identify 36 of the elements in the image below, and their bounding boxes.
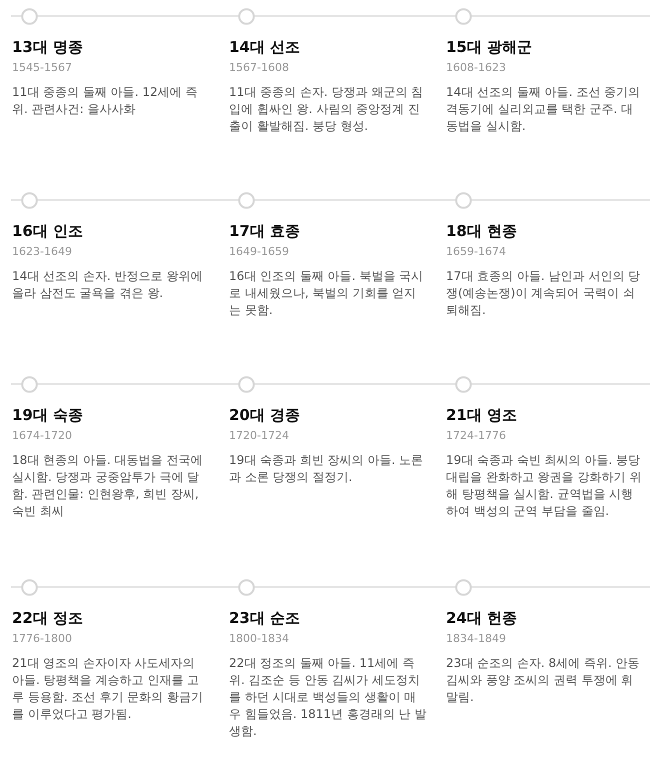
description: 14대 선조의 손자. 반정으로 왕위에 올라 삼전도 굴욕을 겪은 왕. [12, 268, 204, 302]
entry-title: 22대 정조 [12, 608, 84, 628]
description: 18대 현종의 아들. 대동법을 전국에 실시함. 당쟁과 궁중암투가 극에 달함. 관련인물: 인현왕후, 희빈 장씨, 숙빈 최씨 [12, 452, 204, 520]
date-range: 1659-1674 [446, 245, 506, 259]
description: 17대 효종의 아들. 남인과 서인의 당쟁(예송논쟁)이 계속되어 국력이 쇠퇴해짐. [446, 268, 642, 319]
date-range: 1776-1800 [12, 632, 72, 646]
date-range: 1800-1834 [229, 632, 289, 646]
date-range: 1649-1659 [229, 245, 289, 259]
date-range: 1608-1623 [446, 61, 506, 75]
entry-title: 14대 선조 [229, 37, 300, 57]
entry-title: 21대 영조 [446, 405, 518, 425]
description: 14대 선조의 둘째 아들. 조선 중기의 격동기에 실리외교를 택한 군주. 대동법을 실시함. [446, 84, 642, 135]
date-range: 1724-1776 [446, 429, 506, 443]
date-range: 1545-1567 [12, 61, 72, 75]
date-range: 1720-1724 [229, 429, 289, 443]
description: 23대 순조의 손자. 8세에 즉위. 안동 김씨와 풍양 조씨의 권력 투쟁에 휘말림. [446, 655, 641, 706]
entry-title: 20대 경종 [229, 405, 300, 425]
date-range: 1674-1720 [12, 429, 72, 443]
entry-title: 16대 인조 [12, 221, 84, 241]
date-range: 1623-1649 [12, 245, 72, 259]
description: 19대 숙종과 희빈 장씨의 아들. 노론과 소론 당쟁의 절정기. [229, 452, 424, 486]
date-range: 1567-1608 [229, 61, 289, 75]
entry-title: 13대 명종 [12, 37, 84, 57]
description: 11대 중종의 둘째 아들. 12세에 즉위. 관련사건: 을사사화 [12, 84, 198, 118]
entry-title: 23대 순조 [229, 608, 300, 628]
entry-title: 18대 현종 [446, 221, 518, 241]
description: 21대 영조의 손자이자 사도세자의 아들. 탕평책을 계승하고 인재를 고루 등용함. 조선 후기 문화의 황금기를 이루었다고 평가됨. [12, 655, 204, 723]
entry-title: 19대 숙종 [12, 405, 84, 425]
entry-title: 15대 광해군 [446, 37, 532, 57]
entry-title: 24대 헌종 [446, 608, 518, 628]
description: 11대 중종의 손자. 당쟁과 왜군의 침입에 휩싸인 왕. 사림의 중앙정계 진출이 활발해짐. 붕당 형성. [229, 84, 424, 135]
description: 22대 정조의 둘째 아들. 11세에 즉위. 김조순 등 안동 김씨가 세도정치를 하던 시대로 백성들의 생활이 매우 힘들었음. 1811년 홍경래의 난 발생함. [229, 655, 427, 740]
date-range: 1834-1849 [446, 632, 506, 646]
description: 16대 인조의 둘째 아들. 북벌을 국시로 내세웠으나, 북벌의 기회를 얻지는 못함. [229, 268, 424, 319]
description: 19대 숙종과 숙빈 최씨의 아들. 붕당대립을 완화하고 왕권을 강화하기 위해 탕평책을 실시함. 균역법을 시행하여 백성의 군역 부담을 줄임. [446, 452, 642, 520]
entry-title: 17대 효종 [229, 221, 300, 241]
